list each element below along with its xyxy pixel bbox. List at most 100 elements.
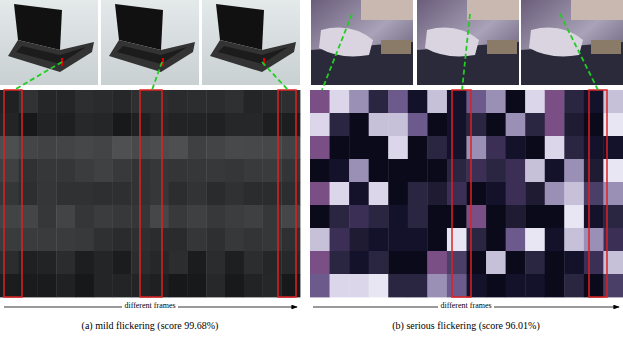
hand	[425, 28, 479, 57]
pixel-cell	[113, 228, 132, 251]
pixel-cell	[506, 90, 526, 113]
hand	[529, 28, 583, 57]
pixel-cell	[113, 251, 132, 274]
pixel-cell	[113, 159, 132, 182]
pixel-cell	[310, 113, 330, 136]
subfigure-caption: (b) serious flickering (score 96.01%)	[390, 320, 541, 331]
pixel-cell	[427, 136, 447, 159]
pixel-cell	[349, 182, 369, 205]
pixel-cell	[369, 159, 389, 182]
pixel-cell	[131, 228, 150, 251]
pixel-cell	[310, 251, 330, 274]
pixel-cell	[427, 159, 447, 182]
pixel-cell	[206, 90, 225, 113]
pixel-cell	[330, 113, 350, 136]
green-dashed-line	[322, 14, 352, 90]
pixel-cell	[408, 251, 428, 274]
video-frame	[521, 0, 623, 85]
red-box	[589, 90, 607, 297]
pixel-cell	[584, 228, 604, 251]
pixel-cell	[486, 136, 506, 159]
pixel-cell	[369, 136, 389, 159]
pixel-cell	[75, 182, 94, 205]
red-box	[4, 90, 22, 297]
laptop-frame	[202, 0, 300, 85]
pixel-cell	[56, 228, 75, 251]
pixel-cell	[584, 113, 604, 136]
pixel-cell	[225, 90, 244, 113]
pixel-cell	[150, 274, 169, 297]
green-dashed-line	[14, 62, 62, 90]
pixel-cell	[113, 113, 132, 136]
pixel-cell	[467, 159, 487, 182]
pixel-cell	[263, 159, 282, 182]
pixel-cell	[169, 90, 188, 113]
pixel-cell	[349, 205, 369, 228]
pixel-cell	[467, 136, 487, 159]
pixel-cell	[206, 182, 225, 205]
pixel-cell	[75, 228, 94, 251]
pixel-cell	[408, 205, 428, 228]
pixel-cell	[75, 136, 94, 159]
pixel-cell	[388, 90, 408, 113]
pixel-cell	[263, 274, 282, 297]
pixel-cell	[545, 228, 565, 251]
pixel-cell	[131, 113, 150, 136]
pixel-cell	[75, 113, 94, 136]
pixel-cell	[584, 251, 604, 274]
pixel-cell	[38, 159, 57, 182]
pixel-cell	[506, 182, 526, 205]
pixel-cell	[38, 274, 57, 297]
pixel-cell	[525, 182, 545, 205]
pixel-cell	[75, 90, 94, 113]
pixel-cell	[447, 113, 467, 136]
pixel-cell	[330, 205, 350, 228]
pixel-cell	[38, 90, 57, 113]
pixel-cell	[447, 159, 467, 182]
pixel-cell	[427, 205, 447, 228]
pixel-cell	[584, 136, 604, 159]
pixel-cell	[94, 274, 113, 297]
pixel-cell	[525, 113, 545, 136]
pixel-cell	[408, 90, 428, 113]
pixel-cell	[38, 113, 57, 136]
pixel-cell	[150, 205, 169, 228]
pixel-cell	[131, 182, 150, 205]
pixel-cell	[244, 113, 263, 136]
pixel-cell	[56, 205, 75, 228]
pixel-cell	[330, 90, 350, 113]
pixel-cell	[388, 205, 408, 228]
pixel-cell	[447, 251, 467, 274]
red-box	[278, 90, 296, 297]
pixel-cell	[206, 113, 225, 136]
pixel-cell	[525, 90, 545, 113]
pixel-cell	[310, 159, 330, 182]
pixel-cell	[584, 205, 604, 228]
pixel-cell	[525, 228, 545, 251]
pixel-cell	[94, 205, 113, 228]
pixel-cell	[150, 136, 169, 159]
pixel-cell	[467, 228, 487, 251]
pixel-cell	[0, 205, 19, 228]
pixel-cell	[506, 251, 526, 274]
pixel-cell	[447, 136, 467, 159]
pixel-cell	[131, 205, 150, 228]
pixel-cell	[525, 251, 545, 274]
pixel-cell	[310, 90, 330, 113]
pixel-cell	[206, 228, 225, 251]
pixel-cell	[169, 182, 188, 205]
pixel-cell	[467, 274, 487, 297]
pixel-cell	[427, 274, 447, 297]
pixel-cell	[349, 90, 369, 113]
pixel-cell	[169, 228, 188, 251]
pixel-cell	[506, 136, 526, 159]
pixel-cell	[206, 205, 225, 228]
pixel-cell	[349, 228, 369, 251]
green-dashed-line	[462, 14, 470, 90]
pixel-cell	[467, 113, 487, 136]
laptop-keyboard	[218, 46, 288, 64]
frame-thumbnails	[0, 0, 623, 85]
pixel-cell	[131, 251, 150, 274]
pixel-cell	[75, 205, 94, 228]
pixel-cell	[408, 182, 428, 205]
